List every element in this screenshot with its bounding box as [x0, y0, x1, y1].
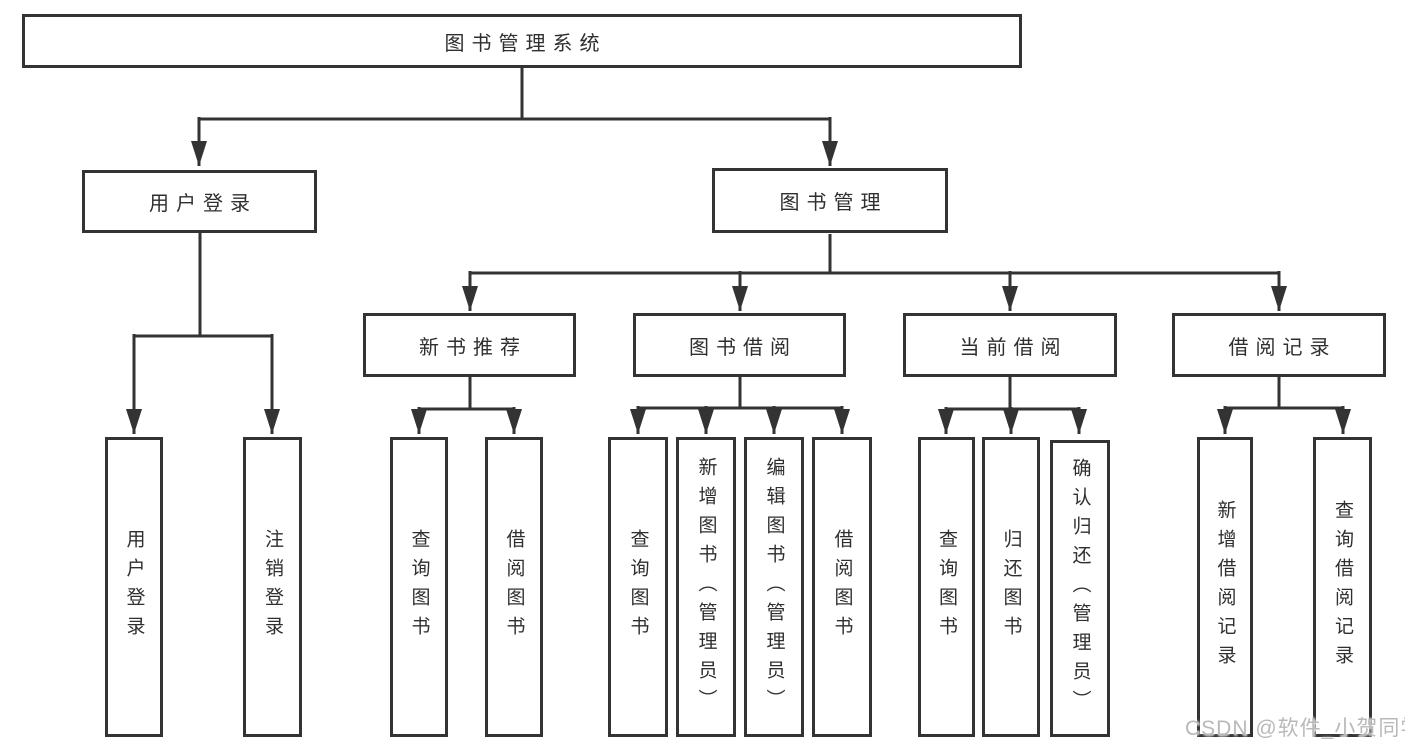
node-borrowing-records: 借阅记录 — [1172, 313, 1386, 377]
leaf-borrow-books-borrowing: 借阅图书 — [812, 437, 872, 737]
watermark: CSDN @软件_小贺同学 — [1185, 717, 1405, 740]
leaf-borrow-books-borrowing-label: 借阅图书 — [831, 529, 853, 645]
leaf-edit-books-admin: 编辑图书（管理员） — [744, 437, 804, 737]
node-library-system-label: 图书管理系统 — [444, 32, 607, 55]
node-user-login-label: 用户登录 — [149, 193, 257, 215]
node-current-borrowing: 当前借阅 — [903, 313, 1117, 377]
leaf-query-books-current-label: 查询图书 — [936, 529, 957, 645]
leaf-query-books-borrowing-label: 查询图书 — [627, 529, 649, 645]
leaf-user-login-label: 用户登录 — [123, 529, 145, 645]
node-book-management: 图书管理 — [712, 168, 948, 233]
leaf-logout-label: 注销登录 — [262, 529, 283, 645]
leaf-user-login: 用户登录 — [105, 437, 163, 737]
node-new-book-recommend-label: 新书推荐 — [419, 336, 527, 359]
node-borrowing-records-label: 借阅记录 — [1228, 336, 1337, 359]
leaf-add-books-admin-label: 新增图书（管理员） — [695, 456, 717, 718]
leaf-borrow-books-recommend: 借阅图书 — [485, 437, 543, 737]
leaf-add-borrow-record-label: 新增借阅记录 — [1214, 500, 1236, 674]
leaf-borrow-books-recommend-label: 借阅图书 — [503, 529, 525, 645]
node-book-borrowing: 图书借阅 — [633, 313, 846, 377]
leaf-query-books-current: 查询图书 — [918, 437, 975, 737]
leaf-confirm-return-admin: 确认归还（管理员） — [1050, 440, 1110, 737]
leaf-return-books: 归还图书 — [982, 437, 1040, 737]
leaf-query-books-recommend: 查询图书 — [390, 437, 448, 737]
node-current-borrowing-label: 当前借阅 — [959, 336, 1068, 359]
leaf-query-books-recommend-label: 查询图书 — [408, 529, 430, 645]
node-book-management-label: 图书管理 — [779, 192, 888, 214]
leaf-return-books-label: 归还图书 — [1000, 529, 1022, 645]
node-library-system: 图书管理系统 — [22, 14, 1022, 68]
leaf-add-borrow-record: 新增借阅记录 — [1197, 437, 1253, 737]
leaf-edit-books-admin-label: 编辑图书（管理员） — [763, 456, 785, 718]
node-user-login: 用户登录 — [82, 170, 317, 233]
leaf-logout: 注销登录 — [243, 437, 302, 737]
leaf-add-books-admin: 新增图书（管理员） — [676, 437, 736, 737]
leaf-query-books-borrowing: 查询图书 — [608, 437, 668, 737]
leaf-query-borrow-record: 查询借阅记录 — [1313, 437, 1372, 737]
leaf-query-borrow-record-label: 查询借阅记录 — [1332, 500, 1353, 674]
node-new-book-recommend: 新书推荐 — [363, 313, 576, 377]
leaf-confirm-return-admin-label: 确认归还（管理员） — [1069, 458, 1091, 719]
node-book-borrowing-label: 图书借阅 — [689, 336, 797, 359]
